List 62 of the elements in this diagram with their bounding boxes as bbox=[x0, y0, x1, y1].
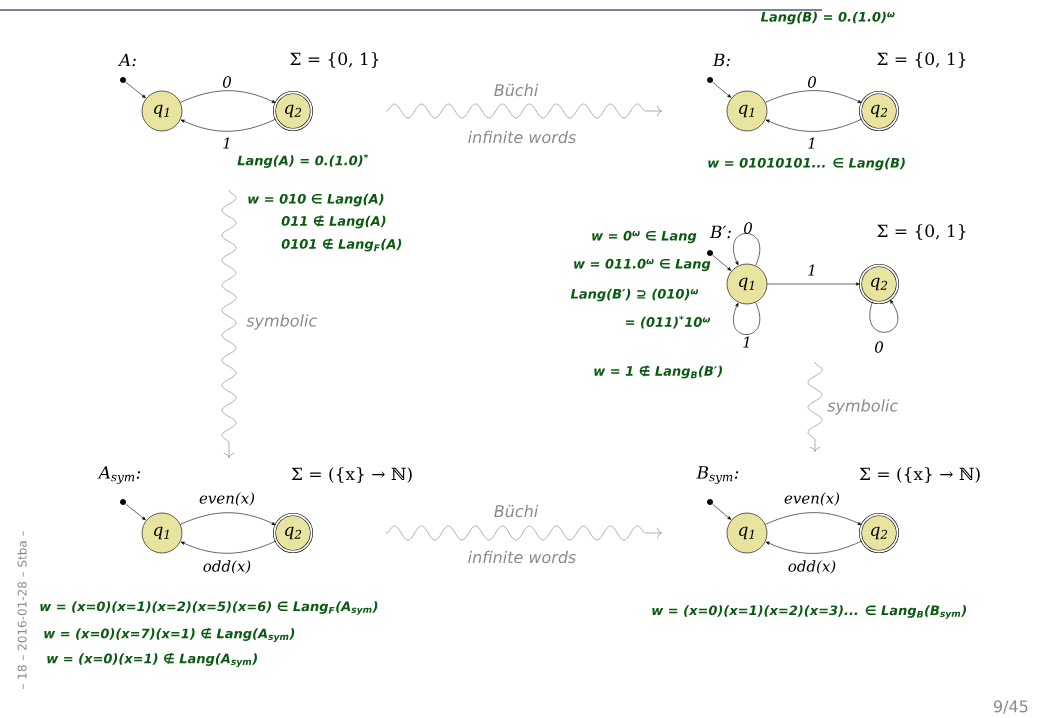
transformation-label: Büchi bbox=[494, 83, 539, 97]
alphabet-label: Σ = {0, 1} bbox=[877, 224, 966, 240]
edge-label: odd(x) bbox=[788, 560, 836, 574]
arrow bbox=[125, 81, 146, 99]
arrow bbox=[712, 503, 732, 520]
handwritten-note: w = 01010101... ∈ Lang(B) bbox=[708, 157, 905, 171]
automaton-name: B′: bbox=[709, 225, 731, 239]
arrow bbox=[765, 540, 863, 554]
handwritten-note: w = (x=0)(x=1)(x=2)(x=5)(x=6) ∈ Lang$_{F}$(A$_{sym}$) bbox=[40, 601, 378, 615]
handwritten-note: Lang(B′) ⊇ (010)$^{ω}$ bbox=[570, 288, 698, 302]
arrow bbox=[765, 118, 863, 132]
alphabet-label: Σ = ({x} → ℕ) bbox=[859, 467, 980, 483]
handwritten-note: w = (x=0)(x=1)(x=2)(x=3)... ∈ Lang$_{B}$(B$_{sym}$) bbox=[652, 605, 966, 619]
handwritten-note: w = 011.0$^{ω}$ ∈ Lang bbox=[574, 258, 711, 272]
arrow bbox=[180, 90, 276, 103]
arrow bbox=[765, 512, 862, 525]
edge-label: 0 bbox=[808, 76, 816, 88]
handwritten-note: w = (x=0)(x=7)(x=1) ∉ Lang(A$_{sym}$) bbox=[44, 628, 295, 642]
transformation-label: infinite words bbox=[468, 550, 576, 564]
automaton-name: B$_{sym}$: bbox=[696, 466, 739, 484]
automaton-name: B: bbox=[712, 53, 730, 67]
handwritten-note: 011 ∉ Lang(A) bbox=[281, 215, 386, 229]
transformation-label: infinite words bbox=[468, 130, 576, 144]
edge-label: even(x) bbox=[784, 492, 840, 506]
edge-label: 1 bbox=[743, 336, 749, 348]
transformation-label: symbolic bbox=[246, 314, 317, 330]
arrow bbox=[180, 118, 277, 132]
loop-arrow bbox=[869, 299, 899, 333]
loop-arrow bbox=[733, 233, 761, 266]
handwritten-note: w = (x=0)(x=1) ∉ Lang(A$_{sym}$) bbox=[47, 653, 257, 667]
handwritten-note: Lang(B) = 0.(1.0)$^{ω}$ bbox=[760, 11, 895, 25]
arrow bbox=[712, 254, 732, 271]
alphabet-label: Σ = {0, 1} bbox=[877, 52, 966, 68]
automaton-name: A$_{sym}$: bbox=[97, 466, 141, 484]
arrow bbox=[125, 503, 146, 521]
edge-label: 0 bbox=[875, 341, 883, 353]
arrow bbox=[765, 90, 862, 103]
handwritten-note: w = 010 ∈ Lang(A) bbox=[248, 193, 384, 207]
edge-label: 0 bbox=[744, 222, 752, 234]
handwritten-note: Lang(A) = 0.(1.0)$^{*}$ bbox=[237, 154, 369, 168]
handwritten-note: 0101 ∉ Lang$_{F}$(A) bbox=[281, 238, 402, 252]
handwritten-note: w = 1 ∉ Lang$_{B}$(B′) bbox=[594, 365, 722, 379]
alphabet-label: Σ = ({x} → ℕ) bbox=[291, 467, 412, 483]
handwritten-note: w = 0$^{ω}$ ∈ Lang bbox=[592, 230, 697, 244]
edge-label: 1 bbox=[808, 137, 814, 149]
automaton-name: A: bbox=[117, 53, 136, 67]
transformation-label: Büchi bbox=[494, 504, 539, 518]
transformation-label: symbolic bbox=[827, 399, 899, 415]
page-number: 9/45 bbox=[993, 700, 1028, 714]
edge-label: odd(x) bbox=[203, 560, 251, 574]
arrow bbox=[180, 540, 277, 554]
loop-arrow bbox=[733, 302, 761, 335]
edge-label: 0 bbox=[223, 76, 231, 88]
arrow bbox=[767, 282, 860, 286]
footer-text: – 18 – 2016-01-28 – Stba – bbox=[17, 531, 27, 689]
edge-label: even(x) bbox=[199, 492, 255, 506]
arrow bbox=[180, 512, 276, 525]
edge-label: 1 bbox=[808, 264, 814, 276]
alphabet-label: Σ = {0, 1} bbox=[290, 52, 379, 68]
edge-label: 1 bbox=[223, 137, 229, 149]
handwritten-note: = (011)$^{*}$10$^{ω}$ bbox=[626, 315, 710, 329]
arrow bbox=[712, 81, 732, 98]
